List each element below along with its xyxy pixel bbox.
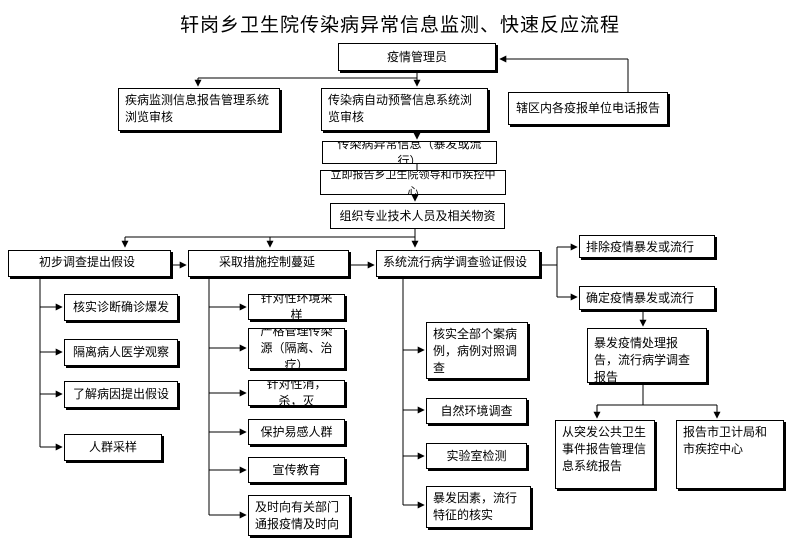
node-abnormal: 传染病异常信息（暴发或流行） [322, 141, 497, 164]
control-item: 针对性环境采样 [248, 294, 345, 320]
node-control: 采取措施控制蔓延 [188, 250, 349, 277]
initial-item: 人群采样 [64, 434, 162, 461]
node-exclude: 排除疫情暴发或流行 [579, 235, 715, 258]
node-organize: 组织专业技术人员及相关物资 [330, 203, 505, 229]
node-bureau-report: 报告市卫计局和市疾控中心 [676, 420, 784, 489]
node-public-health-report: 从突发公共卫生事件报告管理信息系统报告 [555, 420, 655, 489]
control-item: 宣传教育 [248, 457, 345, 483]
diagram-title: 轩岗乡卫生院传染病异常信息监测、快速反应流程 [179, 14, 620, 36]
node-report-leaders: 立即报告乡卫生院领导和市疾控中心 [320, 170, 506, 195]
control-item: 及时向有关部门通报疫情及时向 [248, 495, 350, 536]
node-manager: 疫情管理员 [338, 43, 496, 71]
initial-item: 隔离病人医学观察 [64, 339, 178, 366]
control-item: 保护易感人群 [248, 419, 345, 445]
node-outbreak-report: 暴发疫情处理报告，流行病学调查报告 [587, 328, 707, 383]
node-review-a: 疾病监测信息报告管理系统浏览审核 [118, 88, 280, 131]
node-phone-report: 辖区内各疫报单位电话报告 [508, 92, 668, 125]
verify-item: 暴发因素，流行特征的核实 [426, 486, 531, 528]
node-initial-survey: 初步调查提出假设 [8, 250, 171, 277]
verify-item: 自然环境调查 [426, 398, 527, 424]
verify-item: 核实全部个案病例，病例对照调查 [426, 322, 528, 379]
control-item: 严格管理传染源（隔离、治疗） [248, 328, 345, 369]
initial-item: 了解病因提出假设 [64, 381, 178, 408]
control-item: 针对性消，杀，灭 [248, 380, 345, 406]
node-epi-verify: 系统流行病学调查验证假设 [376, 250, 540, 277]
node-review-b: 传染病自动预警信息系统浏览审核 [321, 88, 488, 131]
node-confirm: 确定疫情暴发或流行 [579, 286, 715, 310]
initial-item: 核实诊断确诊爆发 [64, 294, 178, 321]
verify-item: 实验室检测 [426, 443, 527, 469]
